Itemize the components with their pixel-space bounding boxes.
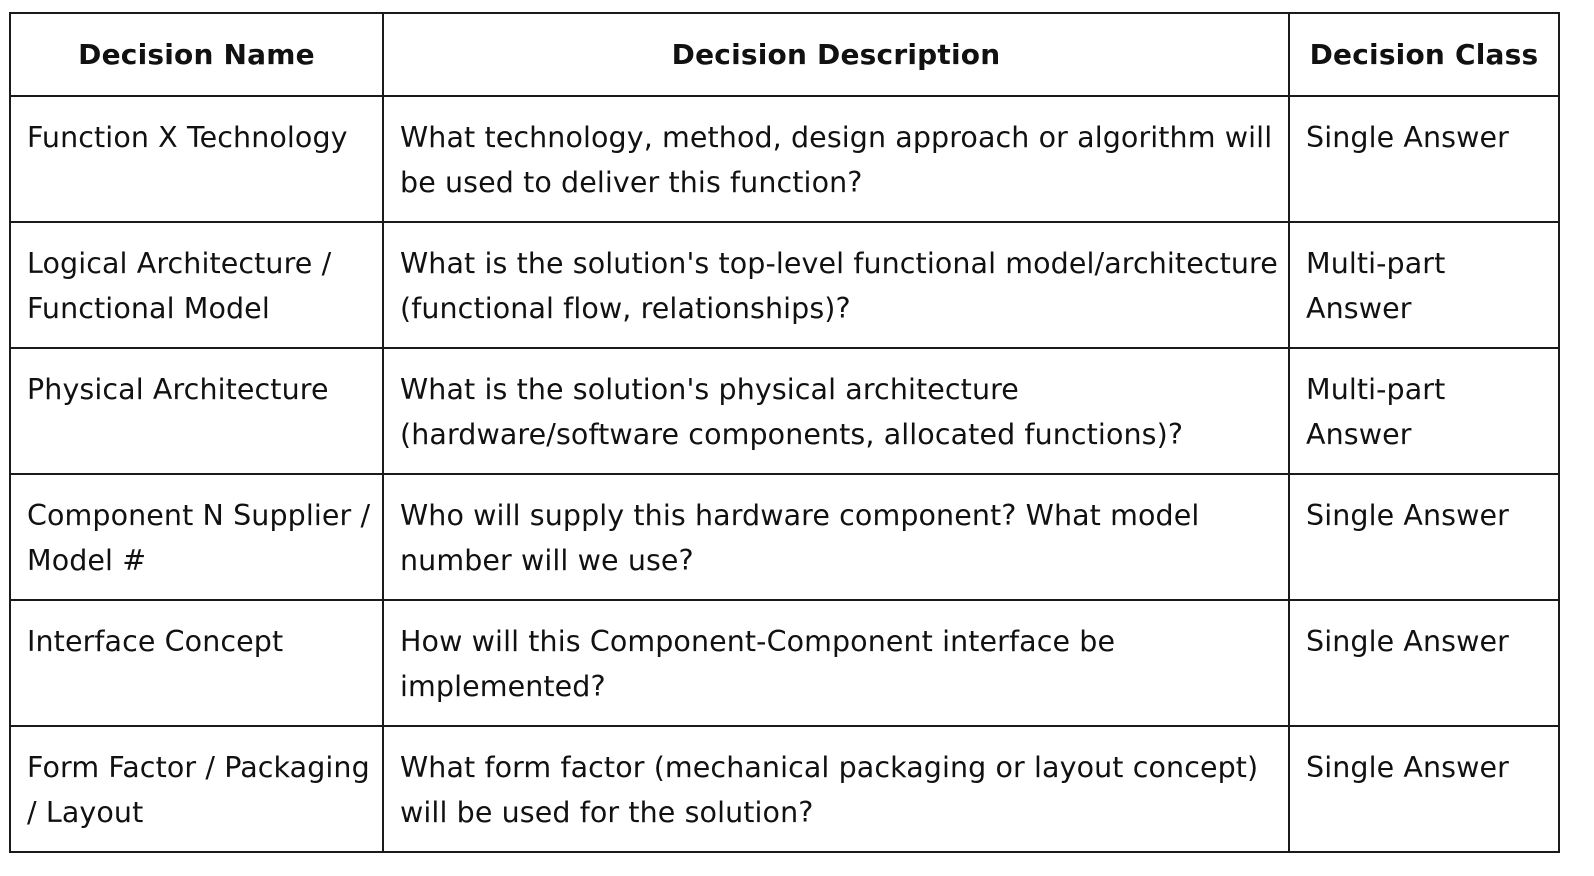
table-row: Form Factor / Packaging / Layout What fo… (9, 725, 1560, 853)
table-row: Function X Technology What technology, m… (9, 95, 1560, 223)
decision-description-cell: What is the solution's top-level functio… (382, 221, 1290, 349)
decision-class-cell: Multi-part Answer (1288, 347, 1560, 475)
header-decision-class: Decision Class (1288, 12, 1560, 97)
decision-class-cell: Single Answer (1288, 95, 1560, 223)
decision-name-cell: Function X Technology (9, 95, 384, 223)
table-row: Component N Supplier / Model # Who will … (9, 473, 1560, 601)
decision-name-cell: Interface Concept (9, 599, 384, 727)
decision-name-cell: Logical Architecture / Functional Model (9, 221, 384, 349)
header-row: Decision Name Decision Description Decis… (9, 12, 1560, 97)
table-body: Function X Technology What technology, m… (9, 95, 1560, 853)
decision-name-cell: Physical Architecture (9, 347, 384, 475)
decision-class-cell: Single Answer (1288, 725, 1560, 853)
decision-class-cell: Single Answer (1288, 599, 1560, 727)
decision-class-cell: Single Answer (1288, 473, 1560, 601)
header-decision-description: Decision Description (382, 12, 1290, 97)
decision-description-cell: What is the solution's physical architec… (382, 347, 1290, 475)
table-row: Interface Concept How will this Componen… (9, 599, 1560, 727)
decision-description-cell: Who will supply this hardware component?… (382, 473, 1290, 601)
decision-class-cell: Multi-part Answer (1288, 221, 1560, 349)
table-row: Physical Architecture What is the soluti… (9, 347, 1560, 475)
table-row: Logical Architecture / Functional Model … (9, 221, 1560, 349)
table-header: Decision Name Decision Description Decis… (9, 12, 1560, 97)
decision-description-cell: What form factor (mechanical packaging o… (382, 725, 1290, 853)
decision-name-cell: Component N Supplier / Model # (9, 473, 384, 601)
decision-description-cell: How will this Component-Component interf… (382, 599, 1290, 727)
header-decision-name: Decision Name (9, 12, 384, 97)
decision-name-cell: Form Factor / Packaging / Layout (9, 725, 384, 853)
decision-table: Decision Name Decision Description Decis… (9, 12, 1560, 853)
decision-description-cell: What technology, method, design approach… (382, 95, 1290, 223)
